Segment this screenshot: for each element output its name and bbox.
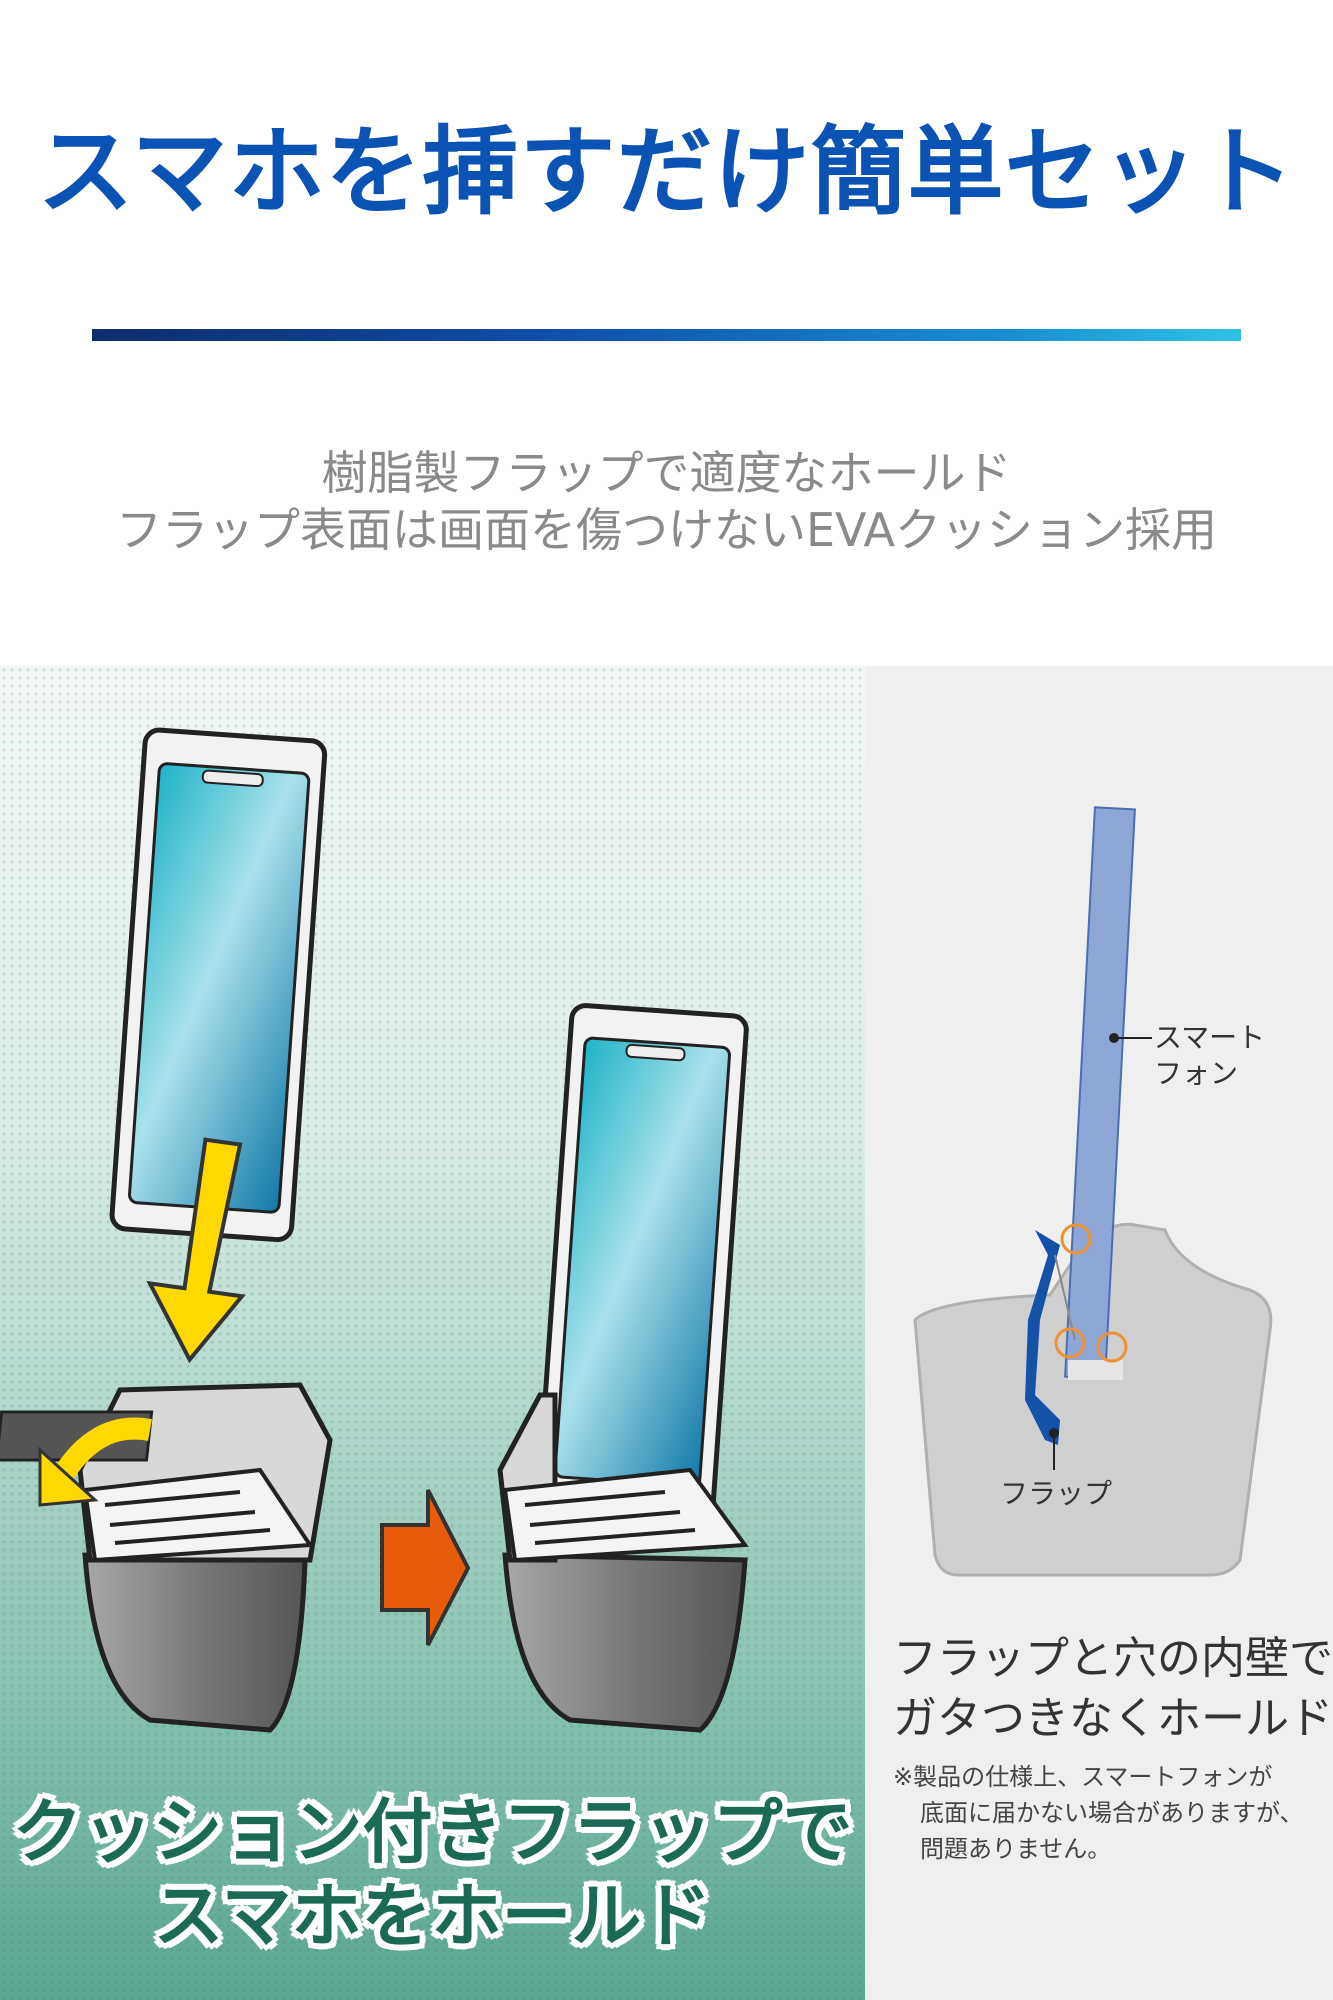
illustration-caption-line-2: スマホをホールド	[153, 1875, 712, 1957]
diagram-caption-line-1: フラップと穴の内壁で	[893, 1633, 1333, 1684]
holder-open	[0, 1382, 333, 1733]
note-line-2: 底面に届かない場合がありますが、	[920, 1799, 1304, 1827]
flap-open-arrow-icon	[38, 1446, 99, 1507]
insert-arrow-icon	[146, 1137, 246, 1364]
note-line-3: 問題ありません。	[920, 1835, 1112, 1863]
subtitle-line-2: フラップ表面は画面を傷つけないEVAクッション採用	[115, 503, 1218, 557]
holder-with-phone	[497, 1392, 749, 1733]
page-headline: スマホを挿すだけ簡単セット	[37, 116, 1296, 228]
headline-divider	[92, 329, 1241, 341]
flap-label: フラップ	[1000, 1477, 1113, 1510]
phone-falling	[109, 727, 328, 1243]
smartphone-label-line-2: フォン	[1154, 1057, 1239, 1090]
cross-section-diagram	[913, 806, 1273, 1577]
next-step-arrow-icon	[380, 1489, 471, 1646]
diagram-caption-line-2: ガタつきなくホールド	[893, 1693, 1333, 1744]
subtitle-line-1: 樹脂製フラップで適度なホールド	[321, 446, 1012, 500]
phone-inserted	[536, 1003, 749, 1518]
flap-shape	[1025, 1230, 1060, 1445]
illustration-caption-line-1: クッション付きフラップで	[12, 1791, 853, 1873]
smartphone-label-line-1: スマート	[1154, 1021, 1266, 1054]
note-line-1: ※製品の仕様上、スマートフォンが	[893, 1763, 1273, 1791]
